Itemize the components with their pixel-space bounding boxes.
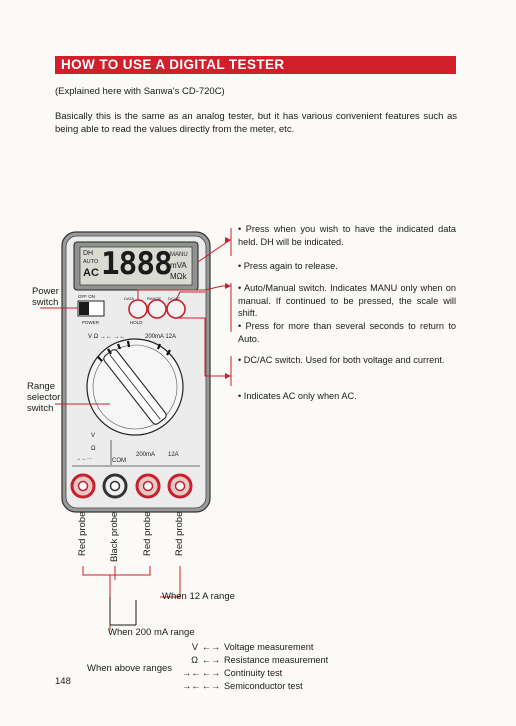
page-number: 148 [55, 676, 71, 687]
data-hold-button [128, 299, 148, 319]
jack-200ma-label: 200mA [136, 452, 156, 458]
lcd-digits: 1888 [101, 246, 173, 282]
intro-paragraph: Basically this is the same as an analog … [55, 111, 457, 135]
measurement-row-continuity: →←←→Continuity test [182, 668, 282, 678]
measure-symbol: Ω [191, 655, 198, 665]
arrow-icon: ←→ [201, 642, 221, 652]
measure-text: Continuity test [224, 668, 283, 678]
measure-text: Resistance measurement [224, 655, 329, 665]
note-auto-manual: • Auto/Manual switch. Indicates MANU onl… [238, 283, 456, 318]
when-200ma-label: When 200 mA range [108, 627, 195, 638]
lcd-mk: MΩk [170, 272, 187, 281]
when-12a-label: When 12 A range [162, 591, 235, 602]
measurement-row-voltage: V←→Voltage measurement [182, 642, 314, 652]
note-data-hold: • Press when you wish to have the indica… [238, 224, 456, 247]
hold-label: HOLD [130, 320, 143, 325]
probe-label-3: Red probe [142, 511, 153, 556]
jack-12a-label: 12A [168, 452, 179, 458]
measure-symbol: V [191, 642, 198, 652]
section-title-banner: HOW TO USE A DIGITAL TESTER [55, 56, 456, 74]
arrow-icon: ←→ [201, 655, 221, 665]
intro-text: (Explained here with Sanwa's CD-720C) [55, 86, 225, 97]
dial-left-label: V Ω →← →← [88, 334, 126, 340]
jack-com-label: COM [112, 458, 126, 464]
measure-text: Voltage measurement [224, 642, 314, 652]
dcac-label: DC/AC [168, 296, 181, 301]
measurement-row-semiconductor: →←←→Semiconductor test [182, 681, 303, 691]
measurement-row-resistance: Ω←→Resistance measurement [182, 655, 328, 665]
range-button [147, 299, 167, 319]
lcd-ac: AC [83, 267, 99, 279]
range-label: RANGE [147, 296, 162, 301]
when-above-label: When above ranges [87, 663, 173, 674]
lcd-dh: DH [83, 250, 94, 257]
jack-ohm-label: Ω [91, 446, 96, 452]
arrow-icon: ←→ [201, 668, 221, 678]
note-release: • Press again to release. [238, 261, 338, 271]
measure-text: Semiconductor test [224, 681, 303, 691]
jack-cont-label: →←··· [76, 456, 93, 462]
note-return-auto: • Press for more than several seconds to… [238, 321, 456, 344]
lcd-screen [79, 246, 193, 286]
lcd-auto: AUTO [83, 259, 99, 265]
power-switch-label: Power switch [32, 286, 59, 308]
dial-pointer [103, 349, 167, 425]
range-selector-label: Range selector switch [27, 381, 61, 414]
probe-label-4: Red probe [174, 511, 185, 556]
dcac-button [166, 299, 186, 319]
note-dcac: • DC/AC switch. Used for both voltage an… [238, 355, 445, 365]
note-ac-only: • Indicates AC only when AC. [238, 391, 357, 401]
probe-label-1: Red probe [77, 511, 88, 556]
data-label: DATA [124, 296, 135, 301]
power-switch-slider [79, 302, 89, 315]
measure-symbol: →← [182, 668, 201, 678]
jack-v-label: V [91, 433, 96, 439]
lcd-manu: MANU [170, 252, 188, 258]
dial-right-label: 200mA 12A [145, 334, 177, 340]
input-jacks [70, 473, 193, 499]
arrow-icon: ←→ [201, 681, 221, 691]
off-on-label: OFF ON [78, 294, 95, 299]
lcd-mva: mVA [170, 261, 187, 270]
measure-symbol: →← [182, 681, 201, 691]
probe-label-2: Black probe [109, 511, 120, 562]
power-label: POWER [82, 320, 100, 325]
